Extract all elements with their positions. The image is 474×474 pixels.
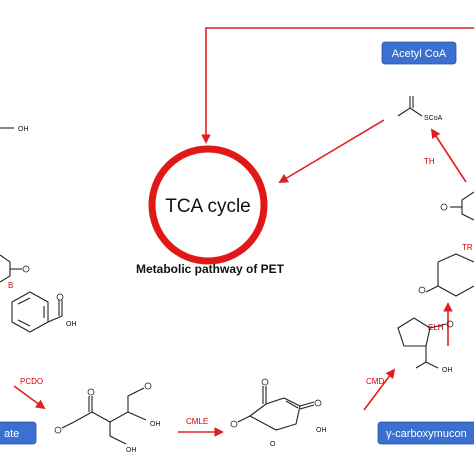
gamma-carboxymuconolactone-label: γ-carboxymucon [386,428,467,440]
enzyme-elh: ELH [428,323,444,332]
th-arrow [430,128,467,183]
tca-cycle-label: TCA cycle [165,196,251,217]
acetyl-coa-box [381,41,457,65]
protocatechuate-structure: OH [11,291,77,333]
enzyme-b: B [8,281,13,290]
acetyl-coa-label: Acetyl CoA [392,48,447,60]
muconolactone-right-structure: OH [397,317,454,374]
diagram-title: Metabolic pathway of PET [136,262,285,276]
enzyme-cmle: CMLE [186,417,208,426]
protocatechuate-box [0,421,37,445]
gamma-carboxymuconolactone-box [377,421,474,445]
svg-text:OH: OH [66,321,77,328]
enol-lactone-structure [418,253,474,297]
cmd-arrow [363,368,396,411]
enzyme-cmd: CMD [366,377,384,386]
carboxymuconate-structure: OH OH [54,382,161,454]
svg-text:OH: OH [126,447,137,454]
ketoadipyl-structure [440,191,474,221]
enzyme-tr: TR [462,243,473,252]
svg-text:OH: OH [150,421,161,428]
svg-text:OH: OH [316,427,327,434]
to-tca-arrow [278,119,385,183]
carboxymuconolactone-structure: O OH [230,378,327,448]
acetyl-coa-structure: SCoA [397,96,443,122]
svg-text:OH: OH [442,367,453,374]
left-edge-fragments: OH [0,126,30,283]
svg-text:SCoA: SCoA [424,115,443,122]
svg-text:OH: OH [18,126,29,133]
enzyme-th: TH [424,157,435,166]
svg-text:O: O [270,441,276,448]
enzyme-pcdo: PCDO [20,377,43,386]
acetyl-coa-feed-arrow [201,27,474,144]
pcdo-arrow [13,385,46,410]
protocatechuate-label: ate [4,428,19,440]
tca-cycle-ring [148,145,268,265]
